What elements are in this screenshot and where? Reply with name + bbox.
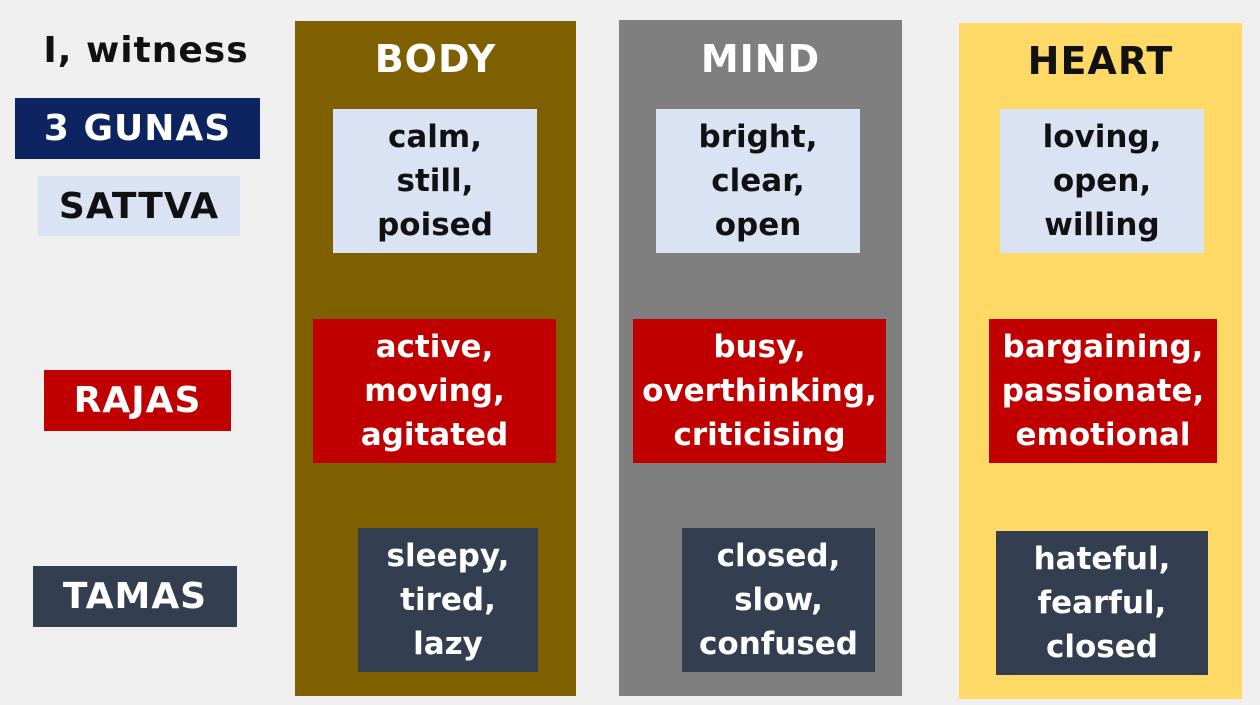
mind-tamas-box: closed, slow, confused <box>682 528 875 672</box>
heart-sattva-box: loving, open, willing <box>1000 109 1204 253</box>
heart-column: HEART loving, open, willing bargaining, … <box>959 23 1242 699</box>
witness-label: I, witness <box>43 29 249 71</box>
heart-rajas-box: bargaining, passionate, emotional <box>989 319 1217 463</box>
body-sattva-box: calm, still, poised <box>333 109 537 253</box>
mind-rajas-box: busy, overthinking, criticising <box>633 319 886 463</box>
mind-sattva-box: bright, clear, open <box>656 109 860 253</box>
tamas-label: TAMAS <box>33 566 237 627</box>
body-rajas-box: active, moving, agitated <box>313 319 556 463</box>
heart-title: HEART <box>1027 39 1174 83</box>
sattva-label: SATTVA <box>38 176 240 236</box>
gunas-label: 3 GUNAS <box>15 98 260 159</box>
body-title: BODY <box>374 37 497 81</box>
mind-title: MIND <box>700 37 821 81</box>
heart-tamas-box: hateful, fearful, closed <box>996 531 1208 675</box>
body-column: BODY calm, still, poised active, moving,… <box>295 21 576 696</box>
rajas-label: RAJAS <box>44 370 231 431</box>
body-tamas-box: sleepy, tired, lazy <box>358 528 538 672</box>
mind-column: MIND bright, clear, open busy, overthink… <box>619 20 902 696</box>
